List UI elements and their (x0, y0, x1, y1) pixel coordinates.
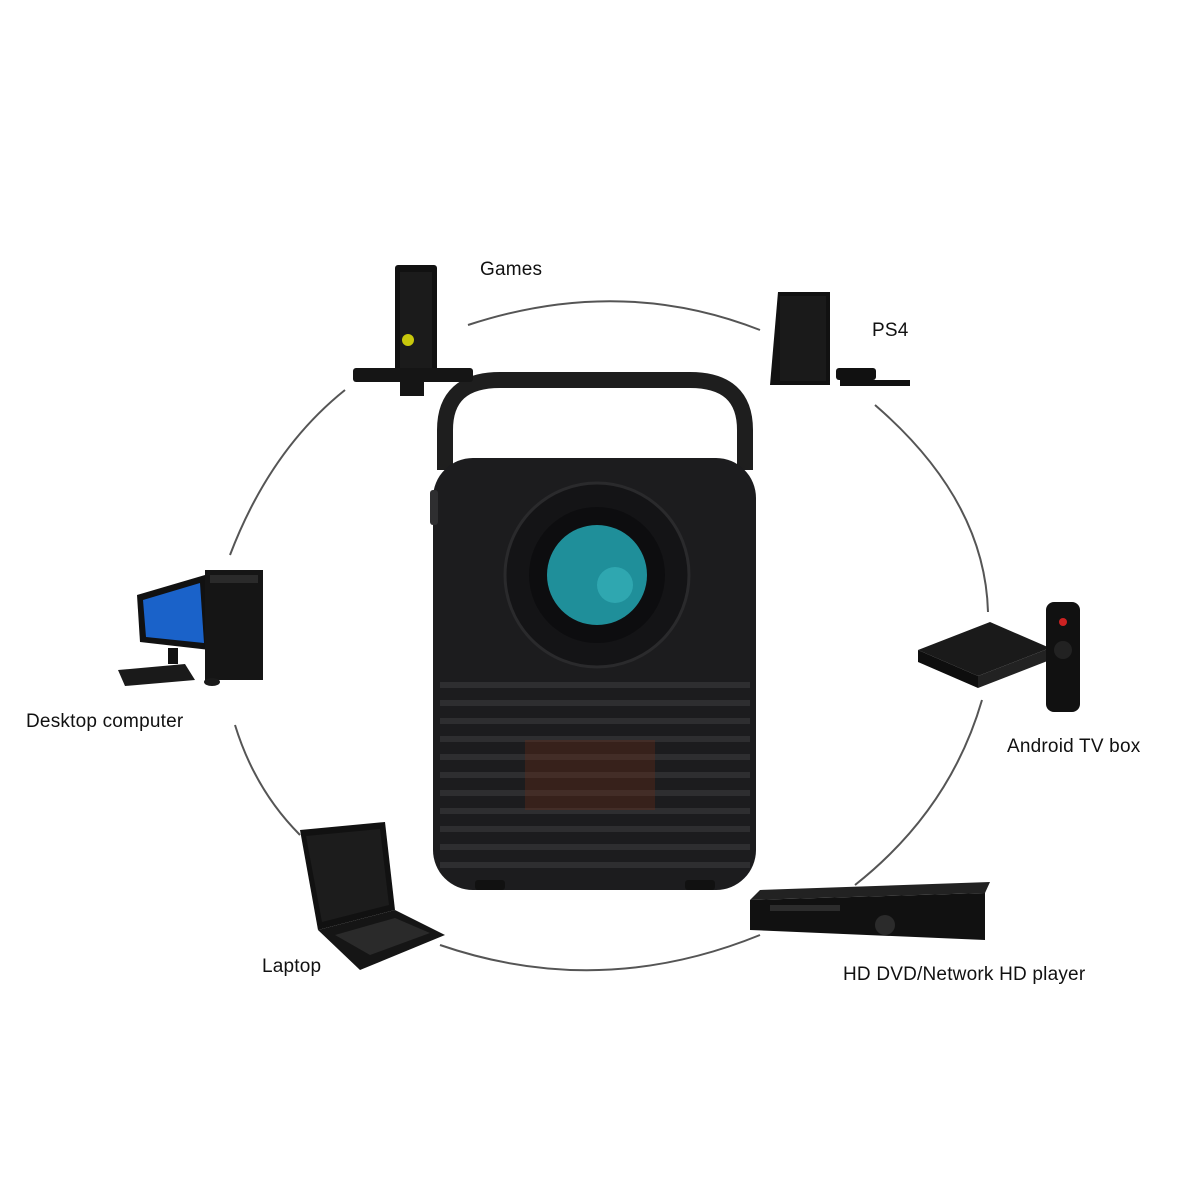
laptop-icon (300, 822, 445, 970)
ring-arc-bottom (439, 934, 761, 972)
projector-foot-right (685, 880, 715, 890)
dvd-player-icon (750, 882, 990, 940)
ring-arc-left-upper (229, 389, 346, 556)
ps4-console-icon (770, 292, 910, 386)
label-hd-dvd-player: HD DVD/Network HD player (843, 964, 1086, 985)
projector-side-button (430, 490, 438, 525)
ring-arc-right-lower (854, 699, 983, 886)
lens-glass (547, 525, 647, 625)
label-ps4: PS4 (872, 320, 909, 341)
projector-foot-left (475, 880, 505, 890)
label-games: Games (480, 259, 543, 280)
ring-arc-left-lower (234, 724, 301, 836)
label-desktop-computer: Desktop computer (26, 711, 184, 732)
connection-ring (229, 300, 989, 972)
game-console-icon (353, 265, 473, 396)
lens-glare (597, 567, 633, 603)
projector-vent-grille (440, 682, 750, 868)
ring-arc-top (467, 300, 761, 331)
vent-glow (525, 740, 655, 810)
desktop-computer-icon (118, 570, 263, 686)
ring-arc-right (874, 404, 989, 613)
label-laptop: Laptop (262, 956, 322, 977)
projector-handle (437, 372, 753, 470)
android-tv-box-icon (918, 602, 1080, 712)
label-android-tv-box: Android TV box (1007, 736, 1141, 757)
projector-icon (430, 372, 756, 890)
